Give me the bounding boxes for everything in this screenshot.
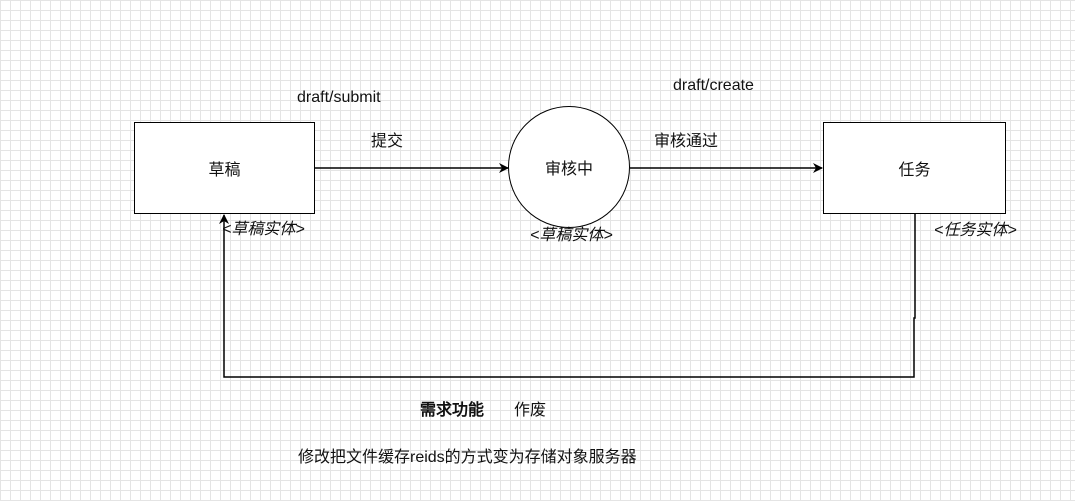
review-node[interactable]: 审核中 xyxy=(508,106,630,228)
approve-api-label: draft/create xyxy=(673,77,754,94)
draft-entity-label: <草稿实体> xyxy=(222,221,305,238)
edge-void-return-arrow xyxy=(219,214,916,378)
requirement-value: 作废 xyxy=(514,402,547,419)
change-note: 修改把文件缓存reids的方式变为存储对象服务器 xyxy=(298,449,637,466)
review-node-label: 审核中 xyxy=(544,161,593,178)
submit-api-label: draft/submit xyxy=(297,89,381,106)
submit-edge-label: 提交 xyxy=(371,133,404,150)
review-entity-label: <草稿实体> xyxy=(530,227,613,244)
draft-node[interactable]: 草稿 xyxy=(134,122,315,214)
task-node-label: 任务 xyxy=(898,162,931,179)
task-entity-label: <任务实体> xyxy=(934,222,1017,239)
approve-edge-label: 审核通过 xyxy=(654,133,719,150)
requirement-title: 需求功能 xyxy=(420,402,485,419)
draft-node-label: 草稿 xyxy=(208,162,241,179)
task-node[interactable]: 任务 xyxy=(823,122,1006,214)
